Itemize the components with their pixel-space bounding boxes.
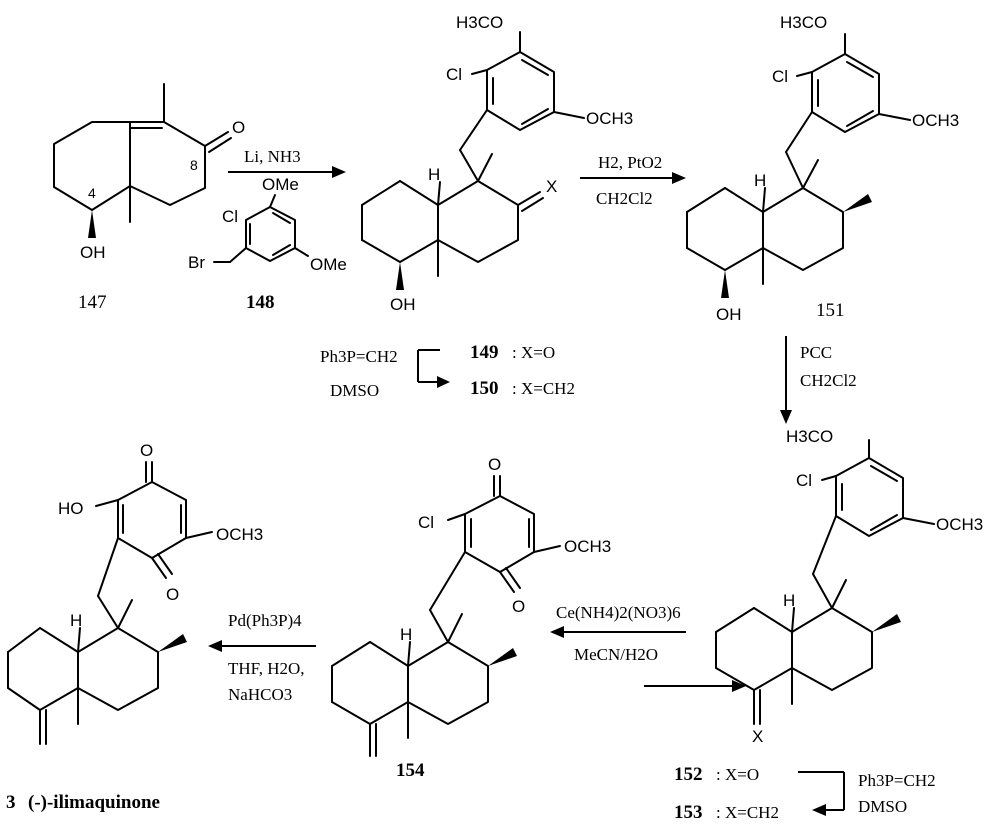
wittig-reagent-a: Ph3P=CH2 [320, 347, 398, 366]
methoxy-top-148: OMe [262, 175, 299, 194]
compound-148: OMe OMe Cl Br 148 [188, 175, 347, 313]
reagent-pcc: PCC [800, 343, 832, 362]
oxo-bottom-3: O [166, 585, 179, 604]
oxo-top-154: O [488, 455, 501, 474]
reaction-step-3: PCC CH2Cl2 [780, 336, 857, 424]
compound-154: O O Cl OCH3 H 154 [331, 455, 611, 781]
hydrogen-151: H [754, 171, 766, 190]
reaction-step-5: Pd(Ph3P)4 THF, H2O, NaHCO3 [208, 611, 316, 704]
methoxy-right-151: OCH3 [912, 111, 959, 130]
reaction-step-2: H2, PtO2 CH2Cl2 [580, 153, 686, 208]
compound-149-150: H3CO OCH3 Cl H X OH [361, 13, 633, 314]
x-group-152: X [752, 727, 763, 746]
pos-8-label: 8 [190, 157, 198, 173]
reagent-pd-catalyst: Pd(Ph3P)4 [228, 611, 302, 630]
compound-152-153: H3CO OCH3 Cl H X [715, 427, 983, 746]
compound-number-150: 150 [470, 378, 499, 399]
compound-3-ilimaquinone: O O HO OCH3 H 3 (-)-ilimaquinone [6, 441, 263, 813]
reaction-step-4: Ce(NH4)2(NO3)6 MeCN/H2O [550, 603, 686, 664]
hydrogen-152: H [783, 591, 795, 610]
oxo-bottom-154: O [512, 597, 525, 616]
x-group-149: X [546, 177, 557, 196]
compound-number-3: 3 [6, 792, 16, 813]
pos-4-label: 4 [88, 185, 96, 201]
bromo-148: Br [188, 253, 205, 272]
hydrogen-149: H [428, 165, 440, 184]
compound-name-ilimaquinone: (-)-ilimaquinone [28, 792, 160, 813]
compound-number-149: 149 [470, 342, 499, 363]
reagent-can: Ce(NH4)2(NO3)6 [556, 603, 681, 622]
hydrogen-3: H [70, 611, 82, 630]
methoxy-right-149: OCH3 [586, 109, 633, 128]
hydroxyl-147: OH [80, 243, 106, 262]
oxo-top-3: O [140, 441, 153, 460]
solvent-ch2cl2-step3: CH2Cl2 [800, 371, 857, 390]
solvent-ch2cl2-step2: CH2Cl2 [596, 189, 653, 208]
label-149: : X=O [512, 343, 555, 362]
solvent-thf-h2o: THF, H2O, [228, 659, 305, 678]
wittig-solvent-a: DMSO [330, 381, 379, 400]
hydroxyl-151: OH [716, 305, 742, 324]
chloro-149: Cl [446, 65, 462, 84]
label-150: : X=CH2 [512, 379, 575, 398]
hydroxyl-149: OH [390, 295, 416, 314]
label-152: : X=O [716, 765, 759, 784]
wittig-reagent-b: Ph3P=CH2 [858, 771, 936, 790]
compound-number-153: 153 [674, 802, 703, 823]
label-153: : X=CH2 [716, 803, 779, 822]
reagent-li-nh3: Li, NH3 [244, 147, 301, 166]
wittig-step-a: Ph3P=CH2 DMSO 149 : X=O 150 : X=CH2 [320, 342, 575, 400]
methoxy-right-148: OMe [310, 255, 347, 274]
compound-number-152: 152 [674, 764, 703, 785]
compound-151: H3CO OCH3 Cl H OH 151 [686, 13, 959, 324]
methoxy-top-149: H3CO [456, 13, 503, 32]
compound-number-148: 148 [246, 292, 275, 313]
reagent-h2-pto2: H2, PtO2 [598, 153, 662, 172]
oxo-147: O [232, 118, 245, 137]
compound-number-151: 151 [816, 300, 845, 321]
chloro-151: Cl [772, 67, 788, 86]
methoxy-3: OCH3 [216, 525, 263, 544]
methoxy-top-152: H3CO [786, 427, 833, 446]
hydrogen-154: H [400, 625, 412, 644]
base-nahco3: NaHCO3 [228, 685, 292, 704]
wittig-solvent-b: DMSO [858, 797, 907, 816]
reaction-step-1: Li, NH3 [228, 147, 346, 178]
chloro-148: Cl [222, 207, 238, 226]
methoxy-right-152: OCH3 [936, 515, 983, 534]
compound-number-154: 154 [396, 760, 425, 781]
compound-147: O 8 4 OH 147 [53, 83, 245, 313]
solvent-mecn-h2o: MeCN/H2O [574, 645, 658, 664]
chloro-152: Cl [796, 471, 812, 490]
methoxy-top-151: H3CO [780, 13, 827, 32]
compound-number-147: 147 [78, 292, 107, 313]
chloro-154: Cl [418, 513, 434, 532]
wittig-step-b: Ph3P=CH2 DMSO 152 : X=O 153 : X=CH2 [644, 680, 936, 823]
hydroxyl-3: HO [58, 499, 84, 518]
methoxy-154: OCH3 [564, 537, 611, 556]
